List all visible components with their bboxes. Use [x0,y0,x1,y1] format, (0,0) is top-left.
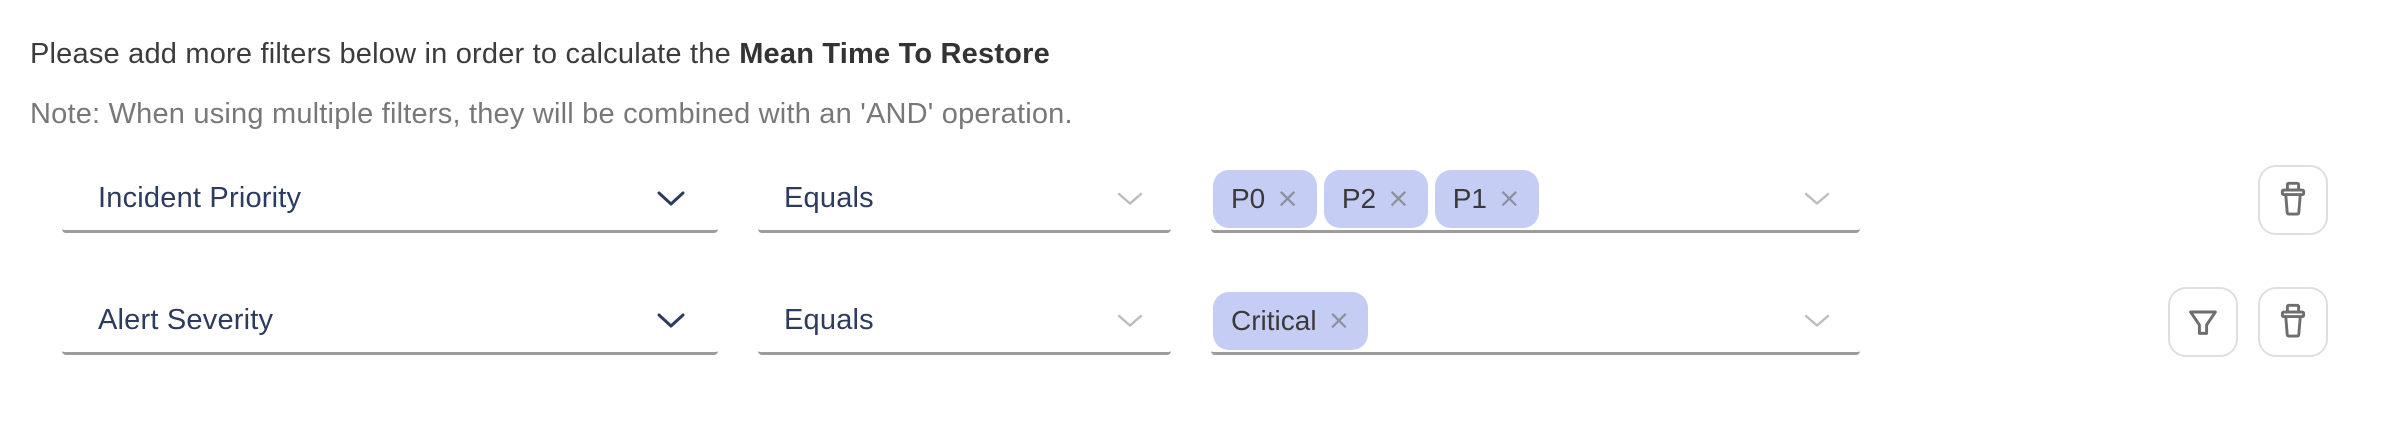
row-actions [2168,165,2328,235]
value-chip: P2 × [1323,169,1428,228]
metric-name: Mean Time To Restore [739,38,1050,70]
field-select-alert-severity[interactable]: Alert Severity [62,289,718,355]
chevron-down-icon [1117,192,1143,206]
operator-select-value: Equals [784,304,874,336]
filter-row: Incident Priority Equals P0 × [62,165,2328,235]
value-chip: P1 × [1434,169,1539,228]
chip-label: P0 [1231,182,1266,214]
value-multiselect[interactable]: P0 × P2 × P1 × [1211,167,1860,233]
funnel-icon [2185,303,2221,342]
chip-close-icon[interactable]: × [1276,183,1299,214]
field-select-value: Alert Severity [98,304,274,336]
chip-label: P2 [1341,182,1377,214]
chevron-down-icon [657,191,685,207]
field-select-value: Incident Priority [98,182,302,214]
chip-close-icon[interactable]: × [1498,183,1521,214]
chip-close-icon[interactable]: × [1327,305,1351,336]
selected-value-chips: Critical × [1213,291,1804,350]
value-chip: Critical × [1213,291,1369,350]
operator-select-value: Equals [784,182,874,214]
delete-filter-button[interactable] [2258,287,2328,357]
selected-value-chips: P0 × P2 × P1 × [1213,169,1804,228]
filter-row: Alert Severity Equals Critical × [62,287,2328,357]
delete-filter-button[interactable] [2258,165,2328,235]
field-select-incident-priority[interactable]: Incident Priority [62,167,718,233]
chip-close-icon[interactable]: × [1387,183,1410,214]
instructions-intro: Please add more filters below in order t… [30,38,740,70]
row-actions [2168,287,2328,357]
chevron-down-icon [1804,192,1830,206]
chevron-down-icon [657,313,685,329]
value-chip: P0 × [1213,169,1317,228]
value-multiselect[interactable]: Critical × [1211,289,1860,355]
apply-filter-button[interactable] [2168,287,2238,357]
and-operation-note: Note: When using multiple filters, they … [30,98,1073,130]
chip-label: Critical [1231,304,1317,336]
operator-select[interactable]: Equals [758,289,1171,355]
chevron-down-icon [1804,314,1830,328]
instructions-text: Please add more filters below in order t… [30,36,2328,72]
filter-rows: Incident Priority Equals P0 × [30,165,2328,357]
chevron-down-icon [1117,314,1143,328]
trash-icon [2275,302,2311,343]
operator-select[interactable]: Equals [758,167,1171,233]
trash-icon [2275,180,2311,221]
chip-label: P1 [1452,182,1487,214]
